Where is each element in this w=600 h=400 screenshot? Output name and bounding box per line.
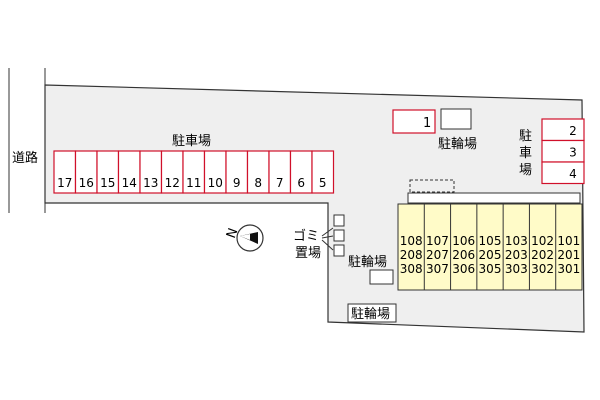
unit-number: 101 xyxy=(557,234,580,248)
parking-space-number: 6 xyxy=(297,176,305,190)
garbage-label-line1: ゴミ xyxy=(293,228,319,244)
unit-number: 201 xyxy=(557,248,580,262)
parking-space-number: 1 xyxy=(423,116,431,131)
garbage-box xyxy=(333,214,345,227)
parking-space-number: 14 xyxy=(122,176,137,190)
bicycle-parking-top-box xyxy=(440,108,472,130)
parking-space xyxy=(541,139,585,163)
garbage-label-line2: 置場 xyxy=(295,246,321,261)
bicycle-parking-top-label: 駐輪場 xyxy=(438,136,477,152)
parking-small-space: 1 xyxy=(392,109,436,134)
compass-north-label: N xyxy=(224,226,241,240)
parking-right-label-char: 駐 xyxy=(519,129,532,144)
parking-right-label-char: 場 xyxy=(519,163,532,178)
unit-number: 207 xyxy=(426,248,449,262)
parking-space xyxy=(392,109,436,134)
building-body xyxy=(397,203,583,291)
parking-space-number: 12 xyxy=(165,176,180,190)
parking-space xyxy=(311,150,335,194)
unit-number: 307 xyxy=(426,262,449,276)
parking-space-number: 13 xyxy=(143,176,158,190)
building-units: 1082083081072073071062063061052053051032… xyxy=(400,204,580,290)
unit-number: 106 xyxy=(452,234,475,248)
bicycle-parking-bottom-label: 駐輪場 xyxy=(351,306,390,322)
unit-number: 203 xyxy=(505,248,528,262)
unit-number: 308 xyxy=(400,262,423,276)
parking-space-number: 17 xyxy=(57,176,72,190)
parking-space-number: 5 xyxy=(319,176,327,190)
parking-space-number: 11 xyxy=(186,176,201,190)
parking-space-number: 4 xyxy=(569,167,577,181)
unit-number: 208 xyxy=(400,248,423,262)
unit-number: 306 xyxy=(452,262,475,276)
garbage-box xyxy=(333,244,345,257)
unit-number: 108 xyxy=(400,234,423,248)
parking-space-number: 10 xyxy=(208,176,223,190)
parking-space xyxy=(541,161,585,185)
bicycle-parking-bottom-box xyxy=(347,303,397,323)
parking-space-number: 8 xyxy=(254,176,262,190)
parking-right-spaces: 2 3 4 xyxy=(541,118,585,185)
parking-space-number: 9 xyxy=(233,176,241,190)
unit-number: 303 xyxy=(505,262,528,276)
unit-number: 206 xyxy=(452,248,475,262)
unit-number: 202 xyxy=(531,248,554,262)
unit-number: 305 xyxy=(479,262,502,276)
parking-space xyxy=(541,118,585,142)
parking-main-label: 駐車場 xyxy=(172,134,211,149)
garbage-box xyxy=(333,229,345,242)
bicycle-parking-mid-box xyxy=(369,269,394,285)
bicycle-parking-mid-label: 駐輪場 xyxy=(348,254,387,270)
parking-space-number: 3 xyxy=(569,146,577,160)
north-compass-icon xyxy=(236,224,264,252)
unit-number: 102 xyxy=(531,234,554,248)
unit-number: 107 xyxy=(426,234,449,248)
parking-space-number: 2 xyxy=(569,124,577,138)
apartment-building: 1082083081072073071062063061052053051032… xyxy=(397,192,583,291)
unit-number: 103 xyxy=(505,234,528,248)
unit-number: 205 xyxy=(479,248,502,262)
parking-space-number: 7 xyxy=(276,176,284,190)
unit-number: 302 xyxy=(531,262,554,276)
unit-number: 301 xyxy=(557,262,580,276)
road-label: 道路 xyxy=(12,150,38,166)
parking-right-label-char: 車 xyxy=(519,146,532,161)
parking-space-number: 15 xyxy=(100,176,115,190)
dashed-area xyxy=(409,179,455,193)
parking-space-number: 16 xyxy=(79,176,94,190)
unit-number: 105 xyxy=(479,234,502,248)
